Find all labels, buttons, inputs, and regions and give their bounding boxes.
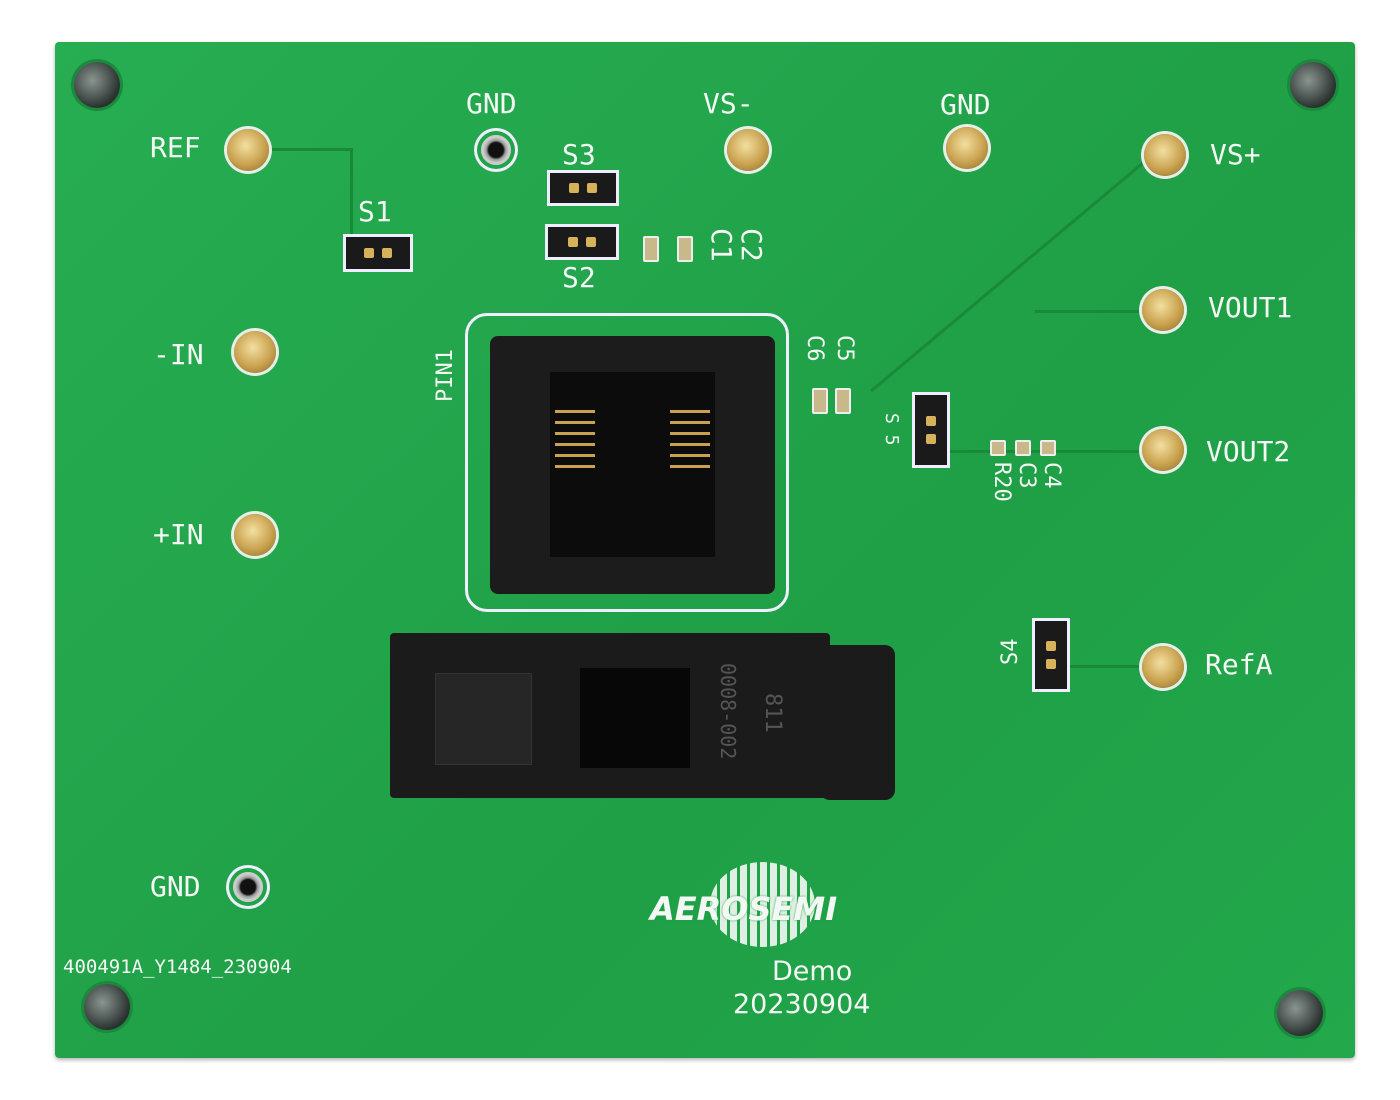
gnd-bottom-hole[interactable] [233,872,263,902]
vs-plus-label: VS+ [1210,138,1261,171]
in-minus-label: -IN [153,338,204,371]
gnd-bottom-label: GND [150,870,201,903]
socket-marking-1: 0008-002 [716,663,740,760]
in-plus-test-point[interactable] [234,514,276,556]
c2-capacitor [677,236,693,262]
trace [1065,665,1145,668]
trace [270,148,350,151]
demo-label: Demo [772,956,853,987]
date-code: 20230904 [733,989,871,1020]
logo-wafer-icon [710,862,815,947]
c2-label: C2 [735,228,768,262]
c4-label: C4 [1039,462,1064,489]
gnd-top-left-hole[interactable] [481,135,511,165]
s3-jumper[interactable] [547,170,619,206]
gnd-top-left-label: GND [466,87,517,120]
c6-label: C6 [802,335,827,362]
socket-clamp[interactable]: 0008-002 811 [390,633,830,798]
s5-jumper[interactable] [912,392,950,468]
mounting-hole [1277,990,1323,1036]
socket-cavity [550,372,715,557]
c4-capacitor [1040,440,1056,456]
clamp-hinge [820,645,895,800]
part-number: 400491A_Y1484_230904 [63,956,292,978]
c3-label: C3 [1014,462,1039,489]
in-plus-label: +IN [153,518,204,551]
s1-jumper[interactable] [343,234,413,272]
ref-test-point[interactable] [227,129,269,171]
ic-socket [490,336,775,594]
s4-label: S4 [998,638,1023,666]
c1-capacitor [643,236,659,262]
s4-jumper[interactable] [1032,618,1070,692]
socket-contacts-right [670,402,710,472]
refa-label: RefA [1205,648,1273,681]
gnd-top-right-label: GND [940,88,991,121]
c5-capacitor [835,388,851,414]
vout1-test-point[interactable] [1142,289,1184,331]
pin1-label: PIN1 [433,349,458,402]
vout2-test-point[interactable] [1142,429,1184,471]
in-minus-test-point[interactable] [234,331,276,373]
socket-outline [465,313,789,612]
vout2-label: VOUT2 [1206,435,1291,468]
s5-label: S 5 [881,413,902,446]
r20-label: R20 [989,462,1014,502]
mounting-hole [84,984,130,1030]
c6-capacitor [812,388,828,414]
trace [1035,310,1145,313]
trace [350,148,356,238]
c1-label: C1 [705,228,738,262]
s2-jumper[interactable] [545,224,619,260]
vout1-label: VOUT1 [1208,291,1293,324]
vs-minus-test-point[interactable] [727,129,769,171]
s3-label: S3 [562,138,596,171]
s2-label: S2 [562,261,596,294]
clamp-lever [435,673,532,765]
mounting-hole [74,62,120,108]
r20-resistor [990,440,1006,456]
vs-plus-test-point[interactable] [1144,134,1186,176]
c3-capacitor [1015,440,1031,456]
c5-label: C5 [832,335,857,362]
s1-label: S1 [358,195,392,228]
refa-test-point[interactable] [1142,646,1184,688]
vs-minus-label: VS- [703,87,754,120]
aerosemi-logo: AEROSEMI [650,890,838,928]
gnd-top-right-test-point[interactable] [946,127,988,169]
socket-contacts-left [555,402,595,472]
clamp-window [580,668,690,768]
ref-label: REF [150,131,201,164]
mounting-hole [1290,62,1336,108]
socket-marking-2: 811 [760,693,785,733]
